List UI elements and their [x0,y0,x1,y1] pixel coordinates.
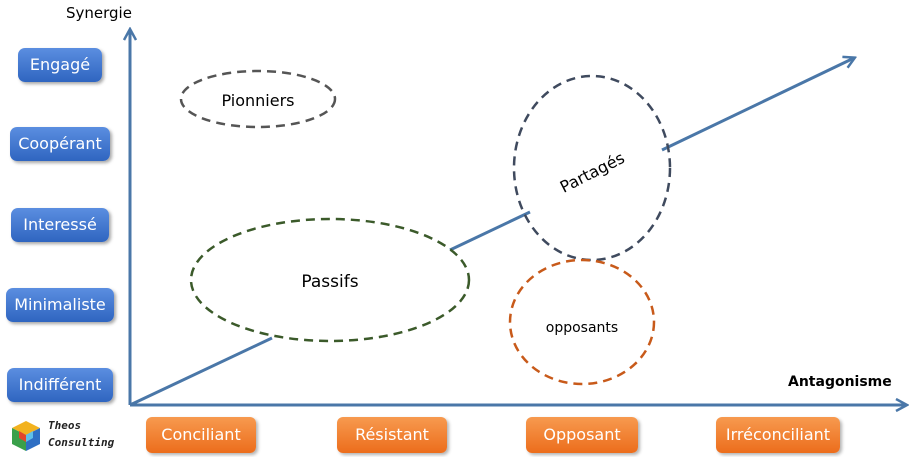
y-level-engage: Engagé [18,48,102,82]
passifs-label: Passifs [301,272,358,292]
x-level-irreconciliant: Irréconciliant [716,417,840,453]
passifs-ellipse [189,217,471,343]
trend-segment-1 [129,336,273,407]
opposants-ellipse [508,258,656,386]
pionniers-label: Pionniers [221,91,294,110]
trend-segment-2 [449,210,531,252]
opposants-label: opposants [546,320,618,336]
y-level-indifferent: Indifférent [7,368,113,402]
theos-consulting-logo: Theos Consulting [8,416,138,456]
y-axis-label: Synergie [66,4,132,22]
x-level-resistant: Résistant [337,417,447,453]
cube-logo-icon [12,421,40,451]
partages-label: Partagés [557,148,628,197]
y-level-minimaliste: Minimaliste [6,288,114,322]
y-level-interesse: Interessé [11,208,109,242]
x-axis-label: Antagonisme [788,374,892,390]
logo-line-1: Theos [48,419,82,432]
partages-ellipse [512,74,672,262]
trend-segment-3 [661,58,854,152]
logo-line-2: Consulting [48,436,115,449]
x-level-opposant: Opposant [526,417,638,453]
pionniers-ellipse [179,69,337,129]
x-level-conciliant: Conciliant [146,417,256,453]
y-level-cooperant: Coopérant [10,127,110,161]
